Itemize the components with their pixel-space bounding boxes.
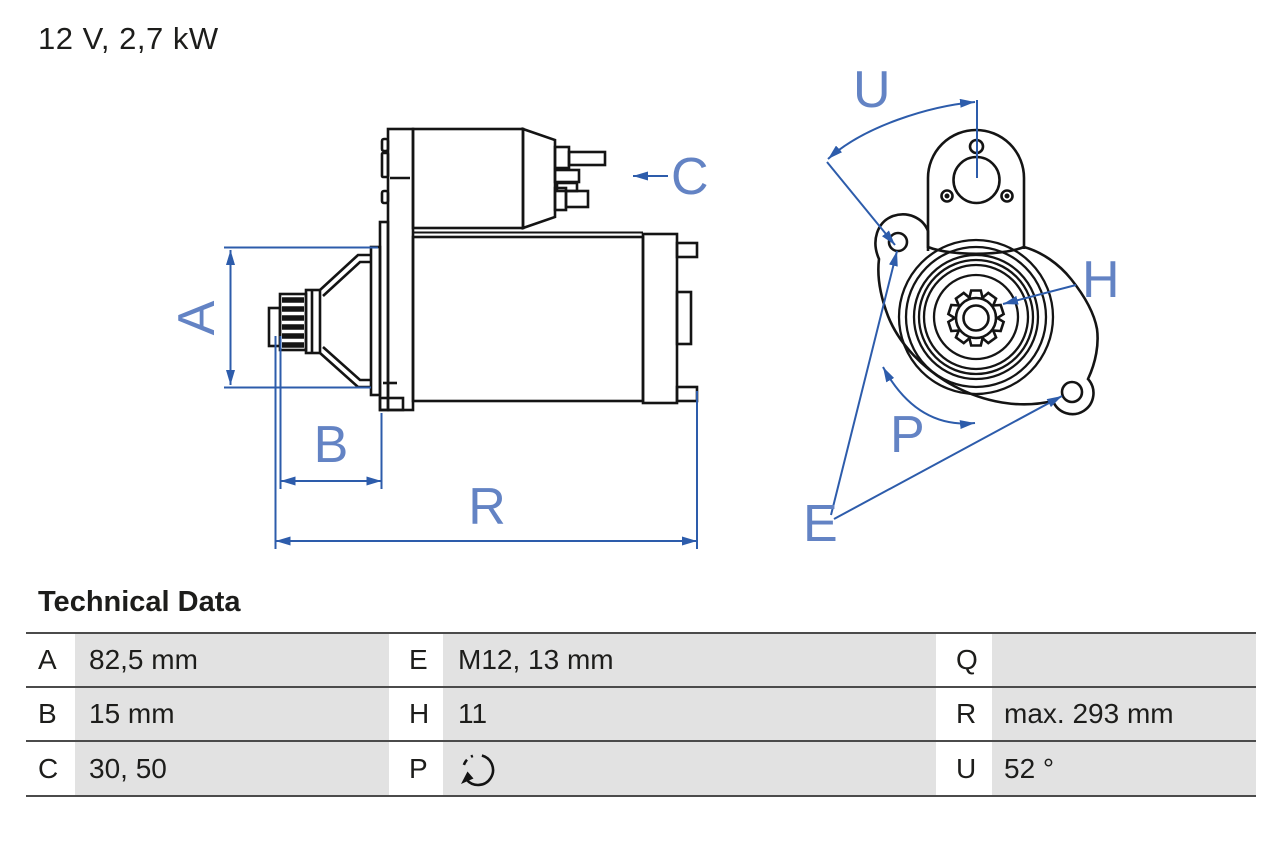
pinion-gear-side [267,292,308,352]
table-key: E [409,644,428,675]
table-key: H [409,698,430,729]
table-value: M12, 13 mm [443,634,936,686]
table-row: A 82,5 mm E M12, 13 mm Q [26,632,1256,686]
solenoid [411,127,525,230]
table-key: C [38,752,59,784]
technical-data-table: A 82,5 mm E M12, 13 mm Q B 15 mm H 11 R … [26,632,1256,797]
housing-rings [897,238,1055,396]
bell-face [369,245,382,397]
table-value: max. 293 mm [992,688,1256,740]
front-dimensions [826,98,1077,520]
table-value [992,634,1256,686]
side-dimensions [224,171,698,549]
dim-label-u: U [853,61,891,119]
side-view [267,127,699,412]
front-dimension-labels: U H P E [803,61,1120,553]
table-key: P [409,752,428,784]
side-dimension-labels: A B R C [168,148,709,536]
table-value [443,742,936,795]
dim-label-b: B [314,416,349,474]
table-key: R [956,698,977,729]
dim-label-a: A [168,300,226,335]
front-view [874,128,1099,416]
rotation-cw-icon [461,753,495,786]
pinion-gear-front [946,289,1006,347]
page-title: 12 V, 2,7 kW [38,21,219,56]
dim-label-e: E [803,495,838,553]
side-bracket [386,127,415,412]
table-key: U [956,752,977,784]
table-row: C 30, 50 P U 52 ° [26,740,1256,795]
side-bracket-foot [378,396,405,412]
dim-label-c: C [671,148,709,206]
motor-body [411,235,645,403]
dim-label-h: H [1082,251,1120,309]
end-cap [641,232,679,405]
table-value: 82,5 mm [75,634,389,686]
table-key: B [38,698,57,729]
starter-motor-technical-drawing: A B R C [168,61,1120,553]
solenoid-cap [521,127,557,230]
dim-label-r: R [468,478,506,536]
table-key: Q [956,644,978,675]
table-value: 52 ° [992,742,1256,795]
table-value: 11 [443,688,936,740]
table-key: A [38,644,57,675]
table-value: 30, 50 [75,742,389,795]
solenoid-terminals [553,145,607,212]
dim-label-p: P [890,406,925,464]
flange-hole-bottom-right [1060,380,1084,404]
table-row: B 15 mm H 11 R max. 293 mm [26,686,1256,740]
table-value: 15 mm [75,688,389,740]
technical-data-heading: Technical Data [38,586,241,618]
